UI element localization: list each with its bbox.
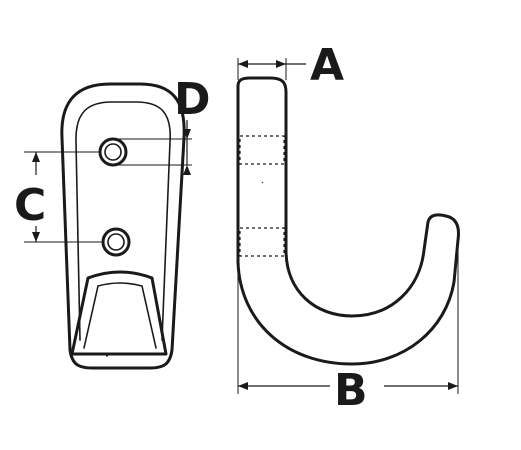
dim-a-arrow-right (276, 60, 286, 68)
plate-outer-outline (60, 82, 186, 370)
dim-label-d: D (174, 74, 211, 125)
hook-neck-front (70, 270, 168, 356)
hook-side-outline (236, 76, 460, 366)
hook-neck-front-inner (83, 282, 157, 349)
dim-a-arrow-left (238, 60, 248, 68)
screw-hole-upper-inner (104, 143, 122, 161)
screw-hole-lower (101, 227, 131, 257)
front-view (24, 82, 192, 370)
side-centerline-mark (261, 181, 264, 184)
dim-c-arrow-lower (32, 232, 40, 242)
dim-label-c: C (14, 180, 46, 231)
dim-d-arrow-lower (183, 165, 191, 175)
screw-hole-upper (98, 137, 128, 167)
dim-c-arrow-upper (32, 152, 40, 162)
side-view (236, 58, 460, 394)
dim-b-arrow-right (448, 382, 458, 390)
hidden-screw-hole-upper (239, 135, 285, 165)
plate-inner-rim (75, 101, 171, 341)
dim-d-arrow-upper (183, 129, 191, 139)
hidden-screw-hole-lower (239, 227, 285, 257)
dim-label-b: B (334, 365, 368, 416)
screw-hole-lower-inner (107, 233, 125, 251)
dim-b-arrow-left (238, 382, 248, 390)
dim-label-a: A (310, 40, 344, 91)
